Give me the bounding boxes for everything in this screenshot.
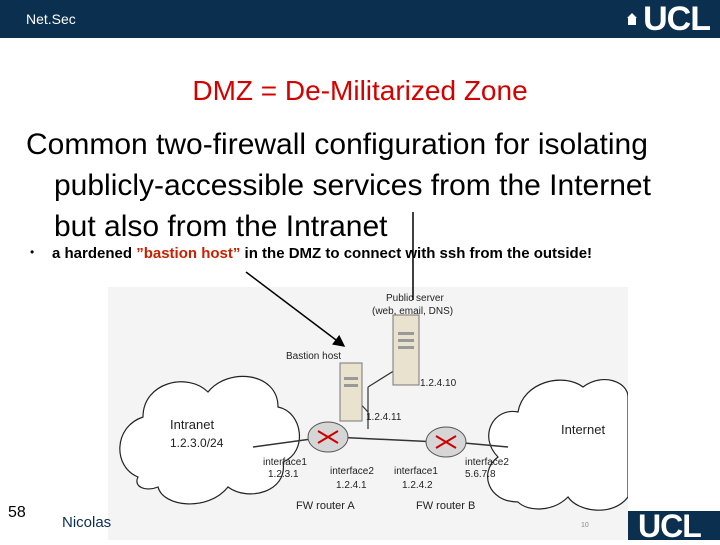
- footer-logo: UCL: [628, 511, 720, 540]
- bastion-host-icon: [340, 363, 362, 421]
- ucl-logo: UCL: [627, 1, 710, 37]
- crest-icon: [627, 12, 637, 26]
- body-line-1: Common two-firewall configuration for is…: [26, 124, 706, 165]
- author-name: Nicolas: [62, 514, 111, 531]
- body-paragraph: Common two-firewall configuration for is…: [26, 124, 706, 247]
- public-server-label: Public server: [386, 293, 444, 304]
- router-b-label: FW router B: [416, 500, 475, 512]
- bullet-item: • a hardened ”bastion host” in the DMZ t…: [30, 245, 592, 262]
- router-b-icon: [426, 427, 466, 457]
- router-b-interface1: interface1: [394, 466, 438, 477]
- router-a-interface2: interface2: [330, 466, 374, 477]
- footer-logo-text: UCL: [638, 508, 701, 545]
- body-line-2: publicly-accessible services from the In…: [26, 165, 706, 206]
- header-bar: Net.Sec UCL: [0, 0, 720, 38]
- router-b-interface1-ip: 1.2.4.2: [402, 480, 433, 491]
- slide-title: DMZ = De-Militarized Zone: [0, 75, 720, 107]
- router-a-label: FW router A: [296, 500, 355, 512]
- router-a-interface2-ip: 1.2.4.1: [336, 480, 367, 491]
- page-tag: 10: [581, 522, 589, 529]
- intranet-network: 1.2.3.0/24: [170, 436, 224, 450]
- bullet-highlight: ”bastion host”: [136, 245, 240, 262]
- bullet-icon: •: [30, 245, 52, 262]
- public-server-icon: [393, 315, 419, 385]
- bullet-prefix: a hardened: [52, 245, 136, 262]
- bastion-host-label: Bastion host: [286, 351, 341, 362]
- logo-text: UCL: [643, 1, 710, 37]
- intranet-label: Intranet: [170, 417, 214, 432]
- network-diagram: Public server (web, email, DNS) 1.2.4.10…: [108, 287, 628, 540]
- router-a-interface1-ip: 1.2.3.1: [268, 469, 299, 480]
- internet-label: Internet: [561, 422, 605, 437]
- public-server-ip: 1.2.4.10: [420, 378, 457, 389]
- router-a-icon: [308, 422, 348, 452]
- body-line-3: but also from the Intranet: [26, 206, 706, 247]
- bastion-host-ip: 1.2.4.11: [366, 412, 402, 423]
- slide-number: 58: [8, 504, 26, 522]
- router-b-interface2: interface2: [465, 457, 509, 468]
- course-title: Net.Sec: [26, 11, 76, 27]
- router-a-interface1: interface1: [263, 457, 307, 468]
- public-server-services: (web, email, DNS): [372, 306, 453, 317]
- router-b-interface2-ip: 5.6.7.8: [465, 469, 496, 480]
- bullet-suffix: in the DMZ to connect with ssh from the …: [240, 245, 592, 262]
